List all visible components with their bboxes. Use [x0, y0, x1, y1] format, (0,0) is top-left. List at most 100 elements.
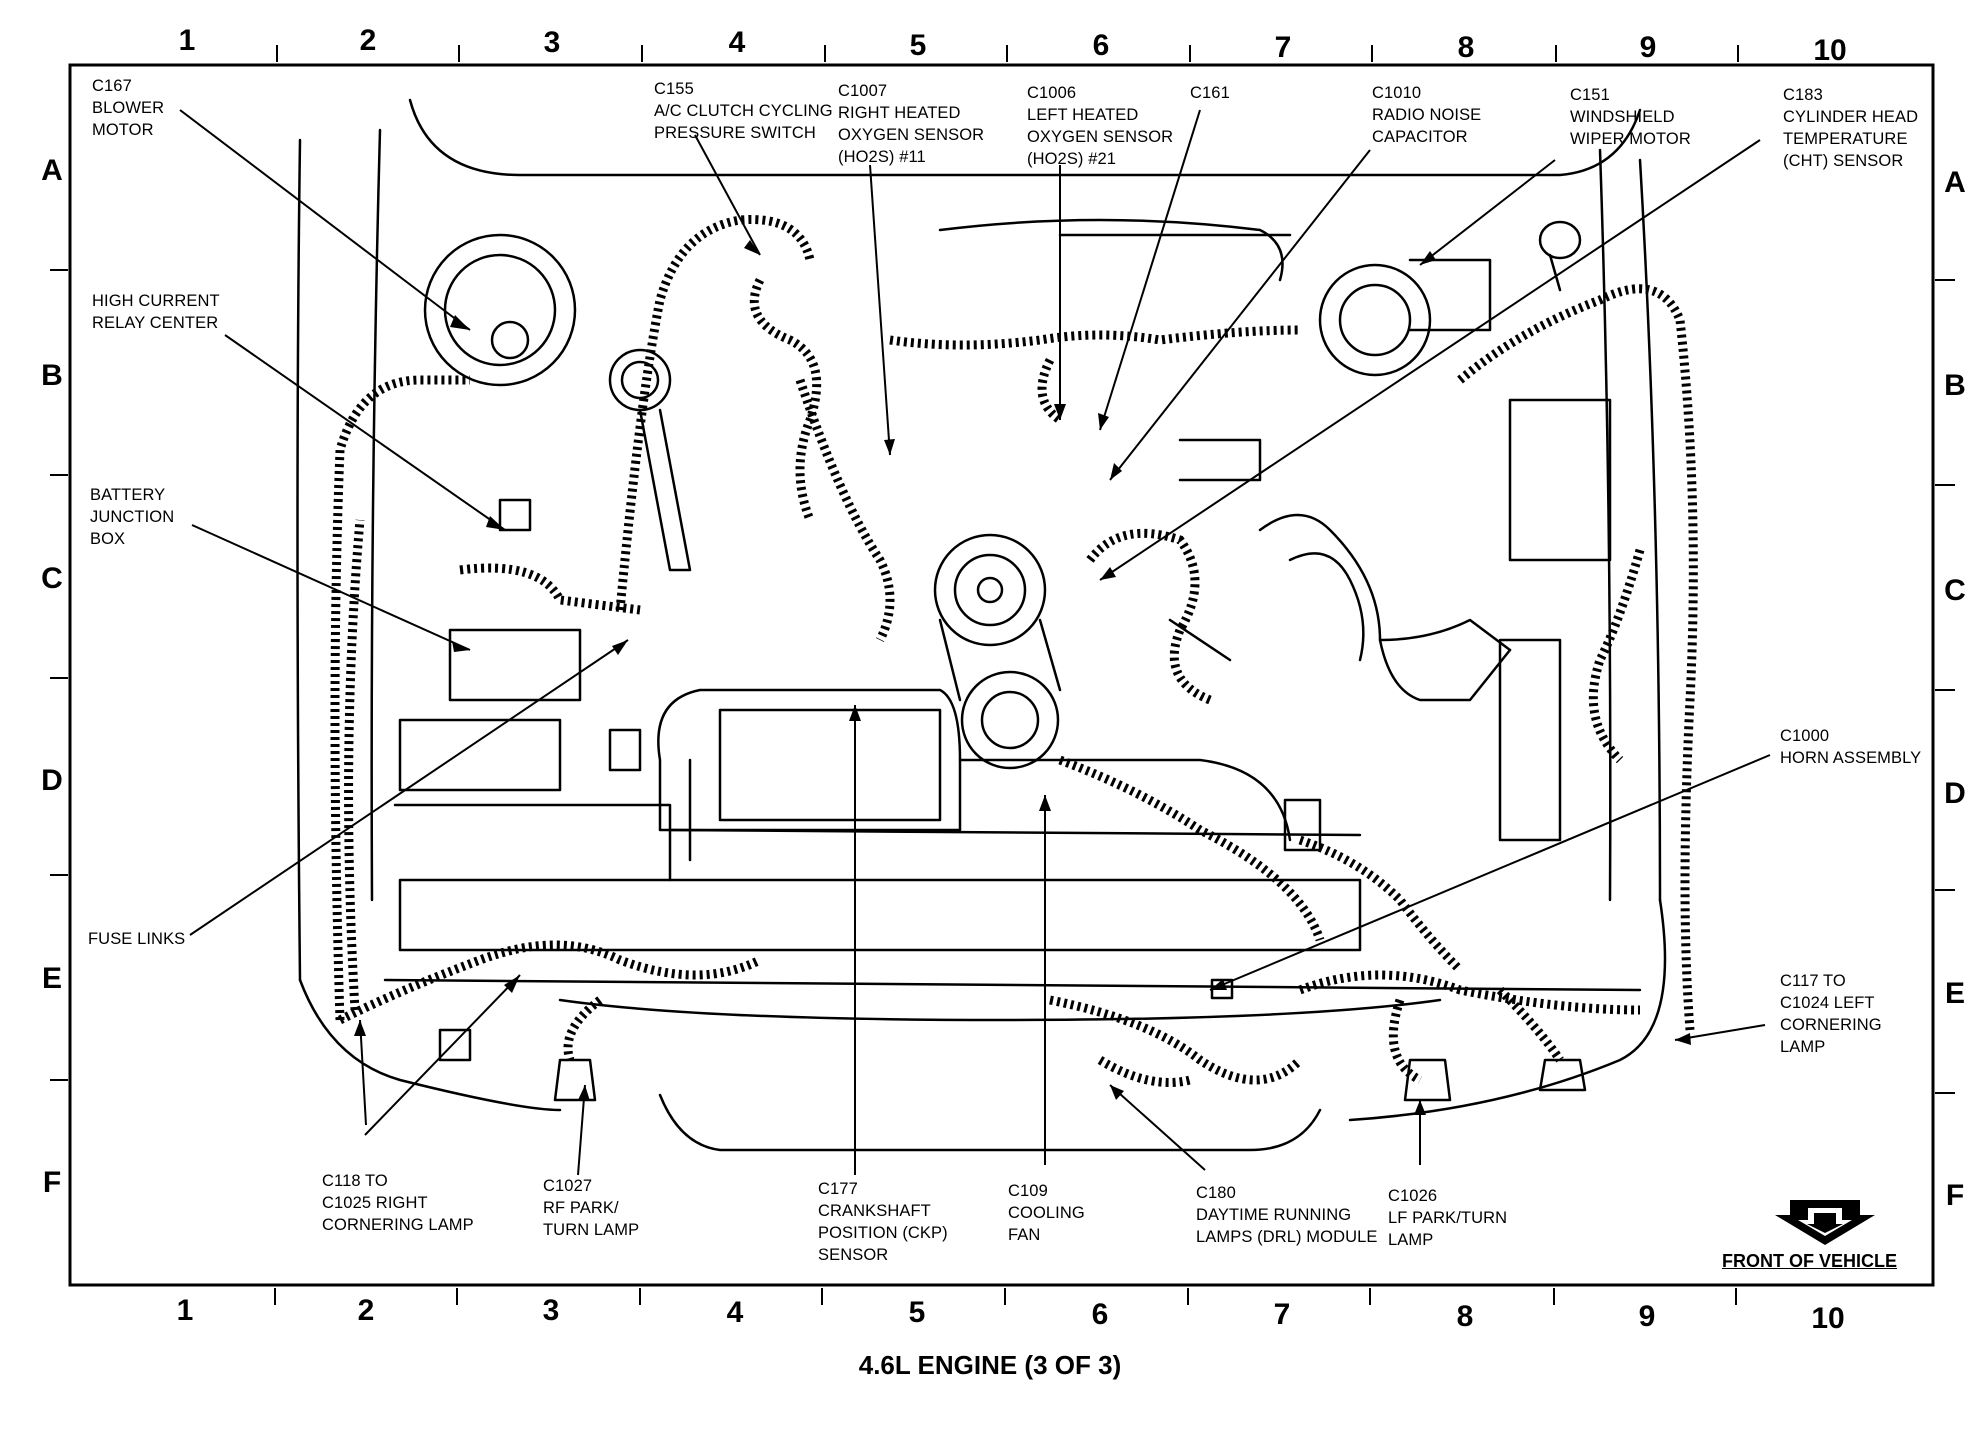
grid-rows-left: A B C D E F: [41, 154, 63, 1199]
grid-columns-top: 1 2 3 4 5 6 7 8 9 10: [179, 24, 1847, 67]
col-label: 4: [729, 26, 746, 59]
col-label: 7: [1275, 31, 1292, 64]
col-label: 3: [543, 1294, 560, 1327]
callout-line: C180: [1196, 1184, 1236, 1202]
row-label: D: [1944, 777, 1966, 810]
callout-line: OXYGEN SENSOR: [1027, 128, 1174, 146]
callout-line: FAN: [1008, 1226, 1041, 1244]
callout-line: C161: [1190, 84, 1230, 102]
callout-line: C118 TO: [322, 1172, 388, 1190]
callout-line: CAPACITOR: [1372, 128, 1468, 146]
callout-line: C1025 RIGHT: [322, 1194, 428, 1212]
diagram-frame: [68, 63, 1935, 1287]
row-label: D: [41, 764, 63, 797]
col-label: 10: [1813, 34, 1846, 67]
callout-fuse-links: FUSE LINKS: [88, 928, 185, 950]
callout-line: MOTOR: [92, 121, 154, 139]
callout-line: (HO2S) #21: [1027, 150, 1117, 168]
callout-line: LAMP: [1780, 1038, 1826, 1056]
col-label: 4: [727, 1296, 744, 1329]
callout-line: A/C CLUTCH CYCLING: [654, 102, 833, 120]
callout-line: CORNERING LAMP: [322, 1216, 474, 1234]
callout-line: BOX: [90, 530, 126, 548]
callout-line: PRESSURE SWITCH: [654, 124, 816, 142]
grid-ticks: [50, 45, 1955, 1305]
callout-line: C177: [818, 1180, 858, 1198]
row-label: A: [41, 154, 63, 187]
callout-line: SENSOR: [818, 1246, 889, 1264]
callout-line: RF PARK/: [543, 1199, 619, 1217]
callout-line: CRANKSHAFT: [818, 1202, 931, 1220]
callout-c1026-lf-park-turn-lamp: C1026 LF PARK/TURN LAMP: [1388, 1185, 1507, 1251]
callout-line: C183: [1783, 86, 1823, 104]
callout-line: COOLING: [1008, 1204, 1085, 1222]
callout-battery-junction-box: BATTERY JUNCTION BOX: [90, 484, 174, 550]
callout-line: DAYTIME RUNNING: [1196, 1206, 1352, 1224]
col-label: 2: [360, 24, 377, 57]
wiring-harness: [330, 215, 1698, 1087]
col-label: 9: [1640, 31, 1657, 64]
col-label: 9: [1639, 1300, 1656, 1333]
callout-line: C155: [654, 80, 694, 98]
col-label: 3: [544, 26, 561, 59]
row-label: F: [43, 1166, 61, 1199]
row-label: C: [1944, 574, 1966, 607]
col-label: 2: [358, 1294, 375, 1327]
front-arrow-icon: [1775, 1200, 1875, 1245]
callout-line: LEFT HEATED: [1027, 106, 1139, 124]
col-label: 6: [1093, 29, 1110, 62]
callout-line: HORN ASSEMBLY: [1780, 749, 1922, 767]
row-label: C: [41, 562, 63, 595]
row-label: F: [1946, 1179, 1964, 1212]
row-label: E: [42, 962, 62, 995]
callout-line: WINDSHIELD: [1570, 108, 1675, 126]
callout-line: LF PARK/TURN: [1388, 1209, 1508, 1227]
callout-line: C1026: [1388, 1187, 1438, 1205]
callout-line: POSITION (CKP): [818, 1224, 948, 1242]
callout-leaders: [179, 109, 1771, 1176]
front-of-vehicle-label: FRONT OF VEHICLE: [1722, 1251, 1897, 1271]
callout-line: CYLINDER HEAD: [1783, 108, 1919, 126]
row-label: A: [1944, 166, 1966, 199]
callout-line: JUNCTION: [90, 508, 175, 526]
callout-line: HIGH CURRENT: [92, 292, 220, 310]
callout-line: OXYGEN SENSOR: [838, 126, 985, 144]
callout-line: C1010: [1372, 84, 1422, 102]
callout-line: BLOWER: [92, 99, 165, 117]
grid-rows-right: A B C D E F: [1944, 166, 1966, 1212]
callout-line: LAMP: [1388, 1231, 1434, 1249]
callout-line: C1007: [838, 82, 888, 100]
row-label: E: [1945, 977, 1965, 1010]
callout-line: LAMPS (DRL) MODULE: [1196, 1228, 1378, 1246]
row-label: B: [1944, 369, 1966, 402]
grid-columns-bottom: 1 2 3 4 5 6 7 8 9 10: [177, 1294, 1845, 1335]
callout-line: C109: [1008, 1182, 1048, 1200]
col-label: 1: [177, 1294, 194, 1327]
col-label: 7: [1274, 1298, 1291, 1331]
row-label: B: [41, 359, 63, 392]
callout-line: (HO2S) #11: [838, 148, 926, 166]
callout-line: C1006: [1027, 84, 1077, 102]
callout-line: C151: [1570, 86, 1610, 104]
callout-line: BATTERY: [90, 486, 166, 504]
diagram-caption: 4.6L ENGINE (3 OF 3): [858, 1350, 1122, 1380]
col-label: 6: [1092, 1298, 1109, 1331]
callout-line: TURN LAMP: [543, 1221, 640, 1239]
callout-line: C1027: [543, 1177, 593, 1195]
callout-line: C1000: [1780, 727, 1830, 745]
col-label: 10: [1811, 1302, 1844, 1335]
col-label: 5: [910, 29, 927, 62]
callout-c161: C161: [1190, 82, 1230, 104]
col-label: 8: [1457, 1300, 1474, 1333]
callout-line: C167: [92, 77, 132, 95]
callout-line: WIPER MOTOR: [1570, 130, 1691, 148]
